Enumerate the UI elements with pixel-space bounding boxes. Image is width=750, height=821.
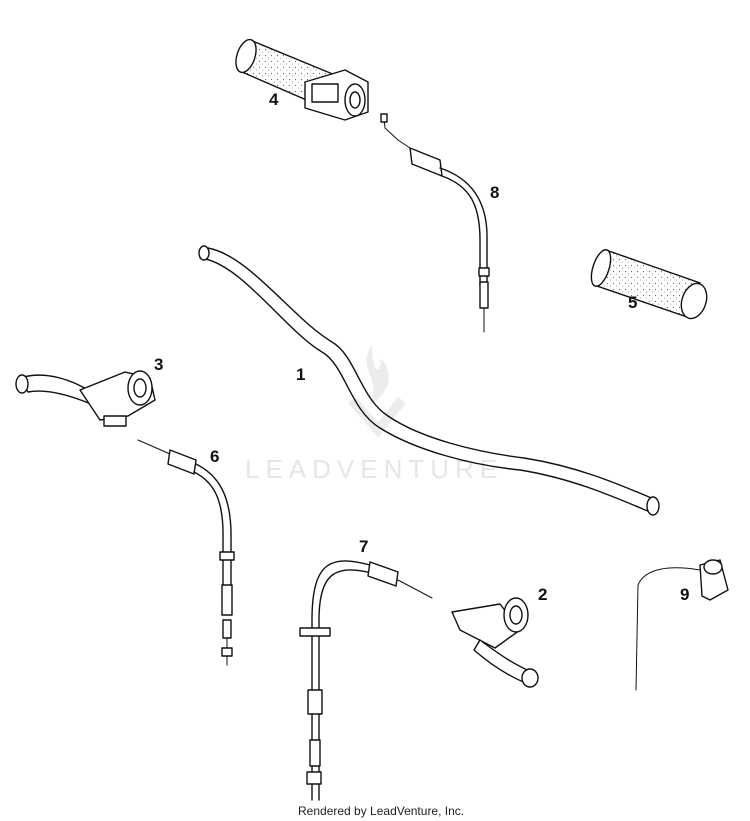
part-number-8: 8	[490, 183, 499, 202]
part-number-9: 9	[680, 585, 689, 604]
part-number-2: 2	[538, 585, 547, 604]
brake-lever-part[interactable]	[451, 597, 539, 688]
clutch-cable-part[interactable]	[137, 439, 235, 666]
part-number-3: 3	[154, 355, 163, 374]
part-number-5: 5	[628, 293, 637, 312]
part-number-4: 4	[269, 90, 279, 109]
brake-cable-part[interactable]	[299, 560, 433, 801]
part-number-1: 1	[296, 365, 305, 384]
part-number-7: 7	[359, 537, 368, 556]
handlebar-part[interactable]	[198, 245, 660, 516]
left-grip-part[interactable]	[588, 247, 711, 321]
throttle-grip-part[interactable]	[232, 37, 369, 121]
kill-switch-part[interactable]	[635, 559, 729, 691]
footer-credit: Rendered by LeadVenture, Inc.	[298, 804, 464, 818]
watermark-text: LEADVENTURE	[245, 454, 503, 484]
watermark-logo: LEADVENTURE	[245, 345, 503, 484]
clutch-lever-part[interactable]	[15, 370, 156, 427]
throttle-cable-part[interactable]	[380, 113, 490, 333]
part-number-6: 6	[210, 447, 219, 466]
